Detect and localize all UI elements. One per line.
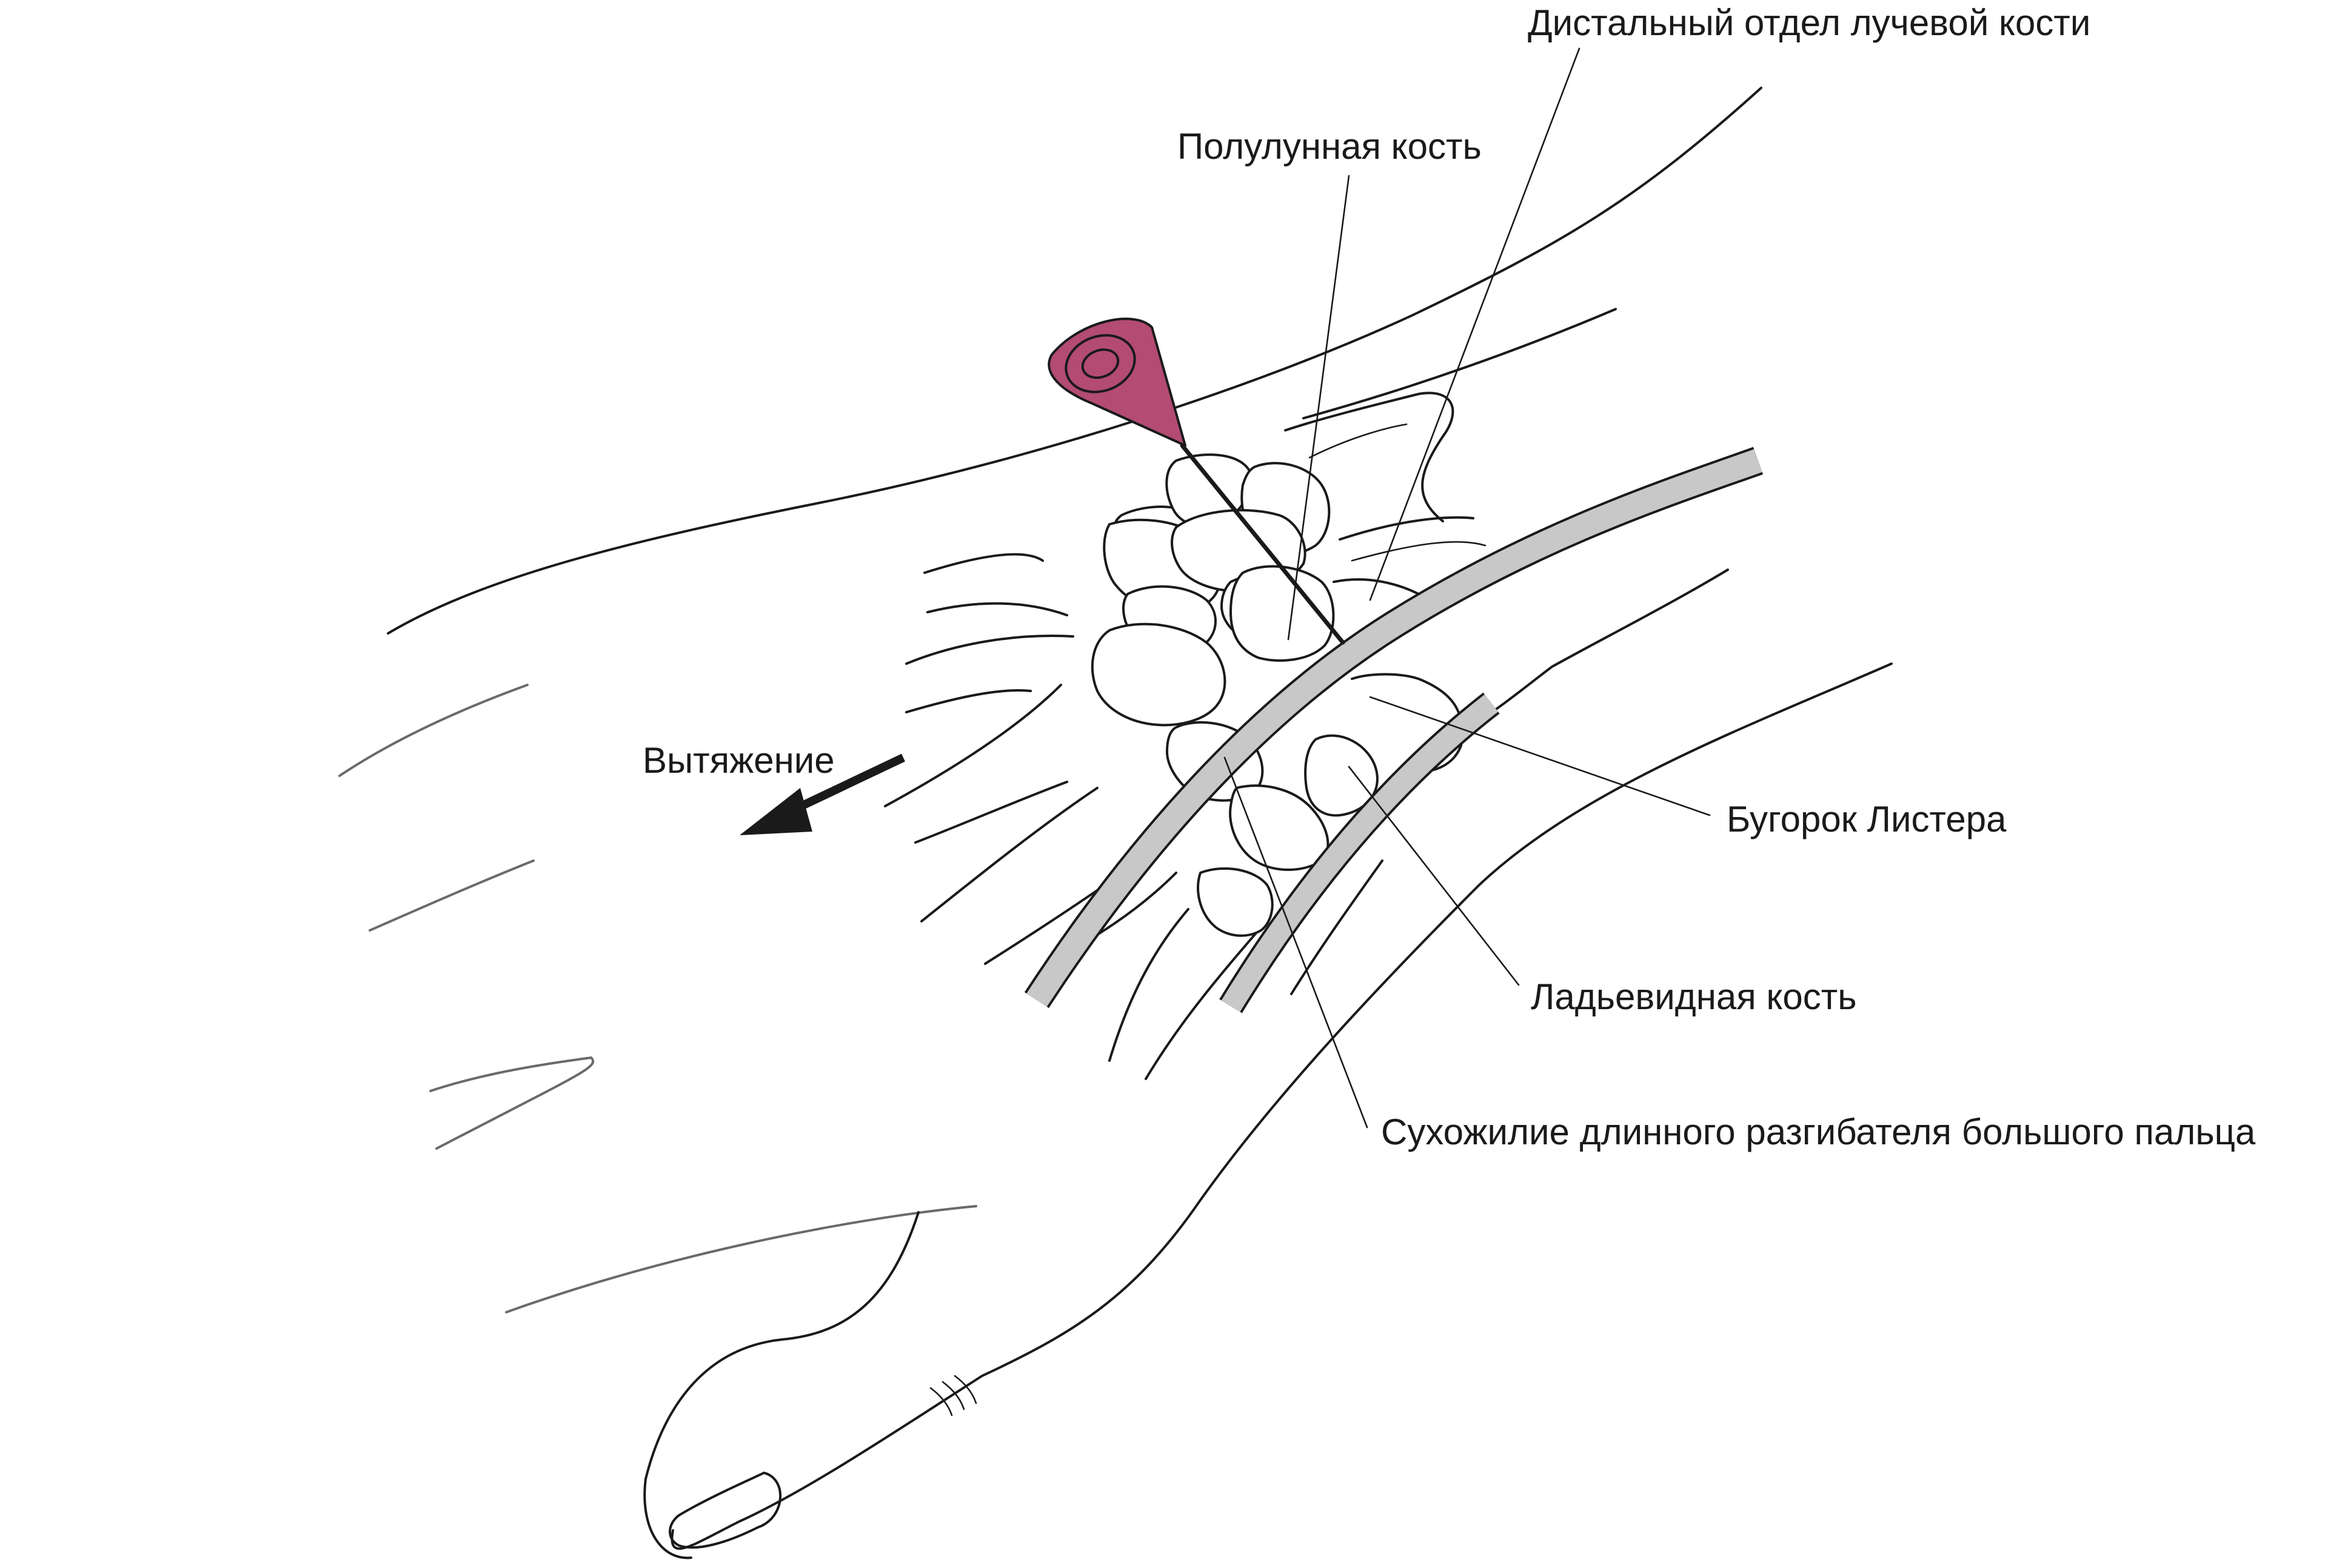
forearm-inner-line — [1302, 308, 1617, 419]
needle-hub-rim — [1065, 334, 1136, 393]
distal-radius — [1284, 392, 1729, 773]
radius-contour-1 — [1308, 423, 1408, 459]
palm-edge-line — [505, 1205, 977, 1313]
arrow-down-left-icon — [740, 753, 906, 835]
label-epl-tendon: Сухожилие длинного разгибателя большого … — [1381, 1112, 2256, 1152]
finger-tip-line — [429, 1056, 595, 1150]
metacarpal-line-7 — [920, 787, 1099, 922]
scaphoid-distal-bone — [1229, 784, 1330, 871]
label-lunate: Полулунная кость — [1177, 126, 1482, 167]
metacarpal-line-12 — [1290, 859, 1383, 995]
finger-line-2 — [369, 859, 535, 932]
leader-epl-tendon — [1223, 756, 1368, 1129]
traction-arrow-head — [740, 788, 812, 835]
radius-contour-2 — [1351, 541, 1487, 562]
thumbnail — [669, 1472, 782, 1549]
metacarpal-line-10 — [1108, 908, 1189, 1062]
epl-tendon — [1026, 449, 1762, 1007]
metacarpal-line-6 — [914, 781, 1068, 844]
thumb-outer-edge — [671, 662, 1893, 1550]
forearm-top-edge — [387, 87, 1762, 635]
metacarpal-line-3 — [905, 635, 1074, 665]
radius-contour-3 — [1333, 578, 1420, 595]
thumb-crease-3 — [954, 1375, 977, 1404]
hamate-lower-bone — [1091, 622, 1226, 727]
label-lister: Бугорок Листера — [1727, 799, 2007, 839]
needle-icon — [1048, 318, 1345, 645]
needle-hub — [1048, 318, 1186, 447]
lunate-main-bone — [1229, 565, 1335, 662]
leader-lunate — [1287, 175, 1350, 641]
radius-articular-edge — [1339, 516, 1474, 541]
thumb-crease-1 — [929, 1387, 953, 1416]
tendons — [1024, 447, 1764, 1013]
metacarpal-line-5 — [884, 684, 1062, 807]
metacarpal-line-2 — [926, 602, 1068, 616]
radius-volar-edge — [1466, 569, 1729, 729]
label-scaphoid: Ладьевидная кость — [1531, 976, 1856, 1017]
leader-scaphoid — [1348, 766, 1520, 986]
labels: Дистальный отдел лучевой кости Полулунна… — [643, 2, 2256, 1152]
limb-outline — [338, 87, 1893, 1560]
metacarpal-line-4 — [905, 689, 1032, 713]
leader-lister — [1369, 696, 1711, 816]
metacarpal-line-1 — [923, 553, 1044, 574]
thumb-inner-edge — [643, 1211, 920, 1560]
needle-hub-opening — [1081, 348, 1120, 379]
metacarpal-base-bone — [1197, 867, 1274, 937]
second-tendon — [1221, 694, 1499, 1012]
metacarpal-line-11 — [1145, 926, 1262, 1080]
leader-distal-radius — [1369, 47, 1580, 601]
needle-shaft — [1180, 443, 1345, 645]
radius-dorsal-edge — [1284, 392, 1454, 522]
label-traction: Вытяжение — [643, 740, 835, 781]
label-distal-radius: Дистальный отдел лучевой кости — [1528, 2, 2090, 43]
scaphoid-bone — [1304, 734, 1379, 817]
finger-line-1 — [338, 684, 529, 777]
thumb-crease-2 — [942, 1381, 965, 1410]
lister-tubercle-outline — [1351, 673, 1463, 773]
leader-lines — [1223, 47, 1711, 1129]
